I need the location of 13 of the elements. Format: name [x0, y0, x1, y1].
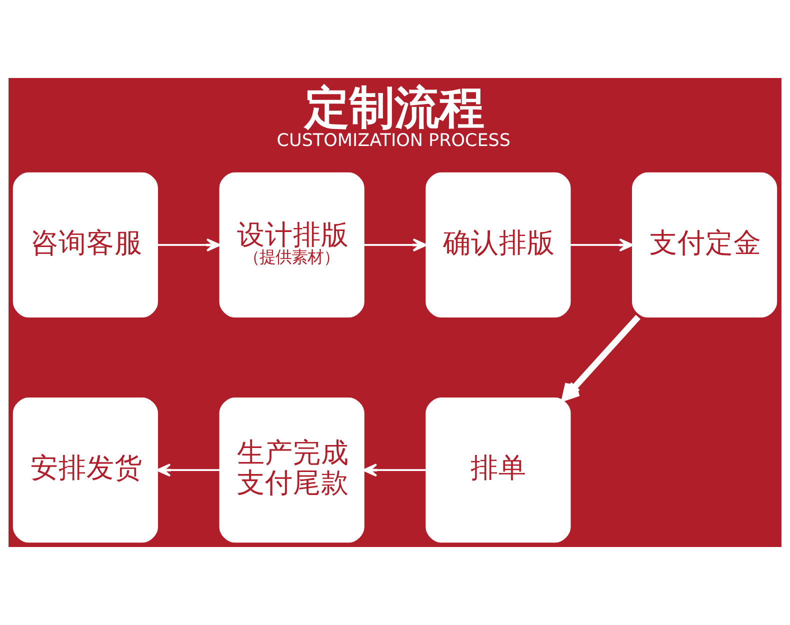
node-box: 排单 [426, 398, 571, 543]
arrow [156, 464, 220, 477]
arrow [562, 314, 640, 401]
node-box: 设计排版 （提供素材） [219, 172, 364, 318]
node-box: 确认排版 [426, 172, 571, 318]
node-box: 生产完成支付尾款 [219, 398, 364, 543]
node-box: 咨询客服 [12, 172, 158, 318]
arrow [570, 238, 634, 252]
arrow [157, 238, 221, 252]
node-box: 支付定金 [632, 172, 778, 318]
node-box: 安排发货 [12, 398, 158, 543]
arrow [362, 464, 426, 477]
arrow [364, 238, 427, 252]
